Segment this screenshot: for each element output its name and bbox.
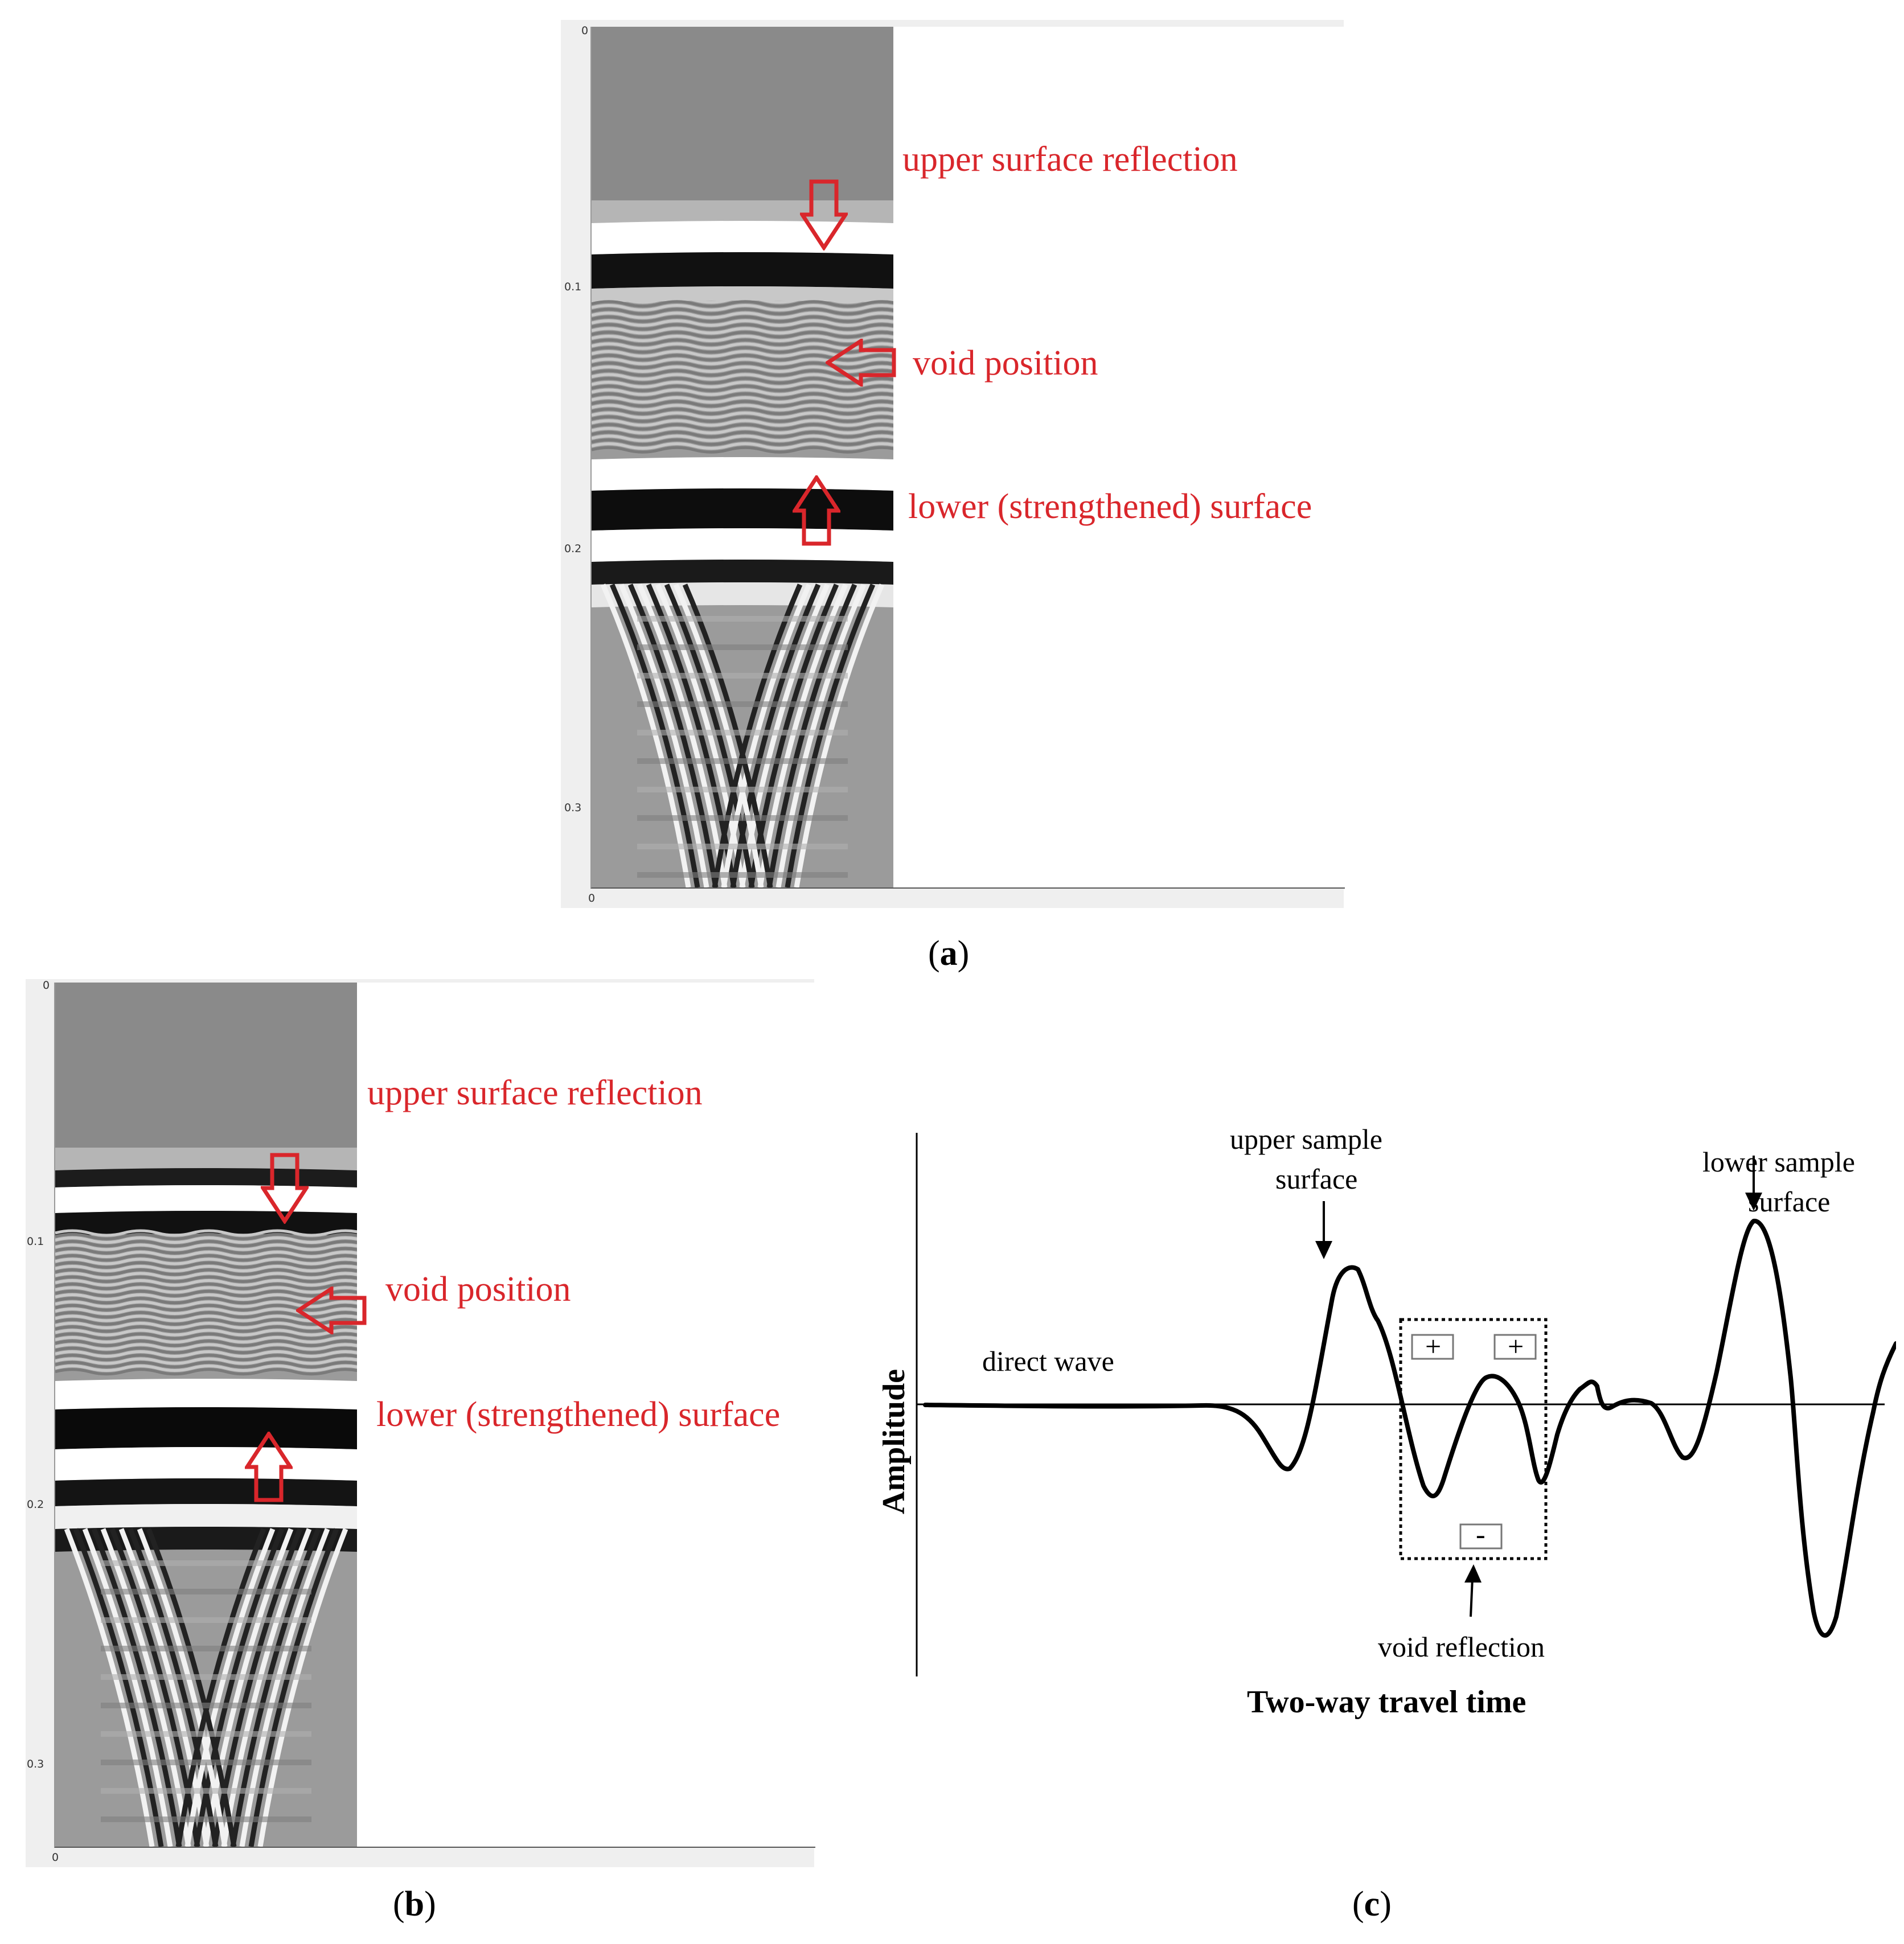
- radargram-a: [592, 27, 893, 887]
- down-arrow-icon: [1745, 1156, 1762, 1211]
- radargram-b: [55, 983, 357, 1847]
- panel-c-caption: (c): [1352, 1885, 1392, 1924]
- panel-c-plus-1: +: [1425, 1330, 1441, 1362]
- left-arrow-icon: [826, 339, 896, 387]
- panel-b-label-lower: lower (strengthened) surface: [376, 1395, 781, 1434]
- panel-c-plus-2: +: [1508, 1330, 1524, 1362]
- panel-b-ytick-0: 0: [43, 979, 50, 992]
- panel-a-ytick-1: 0.1: [564, 281, 582, 293]
- panel-c-ylabel: Amplitude: [883, 1369, 912, 1514]
- panel-a-label-void: void position: [913, 344, 1098, 383]
- left-arrow-icon: [296, 1287, 367, 1334]
- panel-c-plus-box-2: [1493, 1334, 1537, 1360]
- panel-c-xlabel: Two-way travel time: [1247, 1684, 1526, 1719]
- panel-c-minus: -: [1476, 1518, 1486, 1550]
- panel-b-ytick-1: 0.1: [27, 1235, 44, 1248]
- panel-c-direct-wave-label: direct wave: [982, 1345, 1114, 1377]
- up-arrow-icon: [1464, 1564, 1482, 1617]
- panel-b-ytick-2: 0.2: [27, 1498, 44, 1511]
- panel-a-ytick-2: 0.2: [564, 542, 582, 555]
- panel-a: 0 0.1 0.2 0.3 0 upper surface reflection…: [561, 20, 1345, 908]
- panel-c-upper-label-1: upper sample: [1230, 1123, 1382, 1155]
- panel-c-waveform-diagram: + + - direct wave upper sample surface l…: [883, 1123, 1896, 1719]
- panel-b-ytick-3: 0.3: [27, 1758, 44, 1770]
- panel-a-caption-letter: a: [939, 934, 958, 973]
- panel-b-caption-letter: b: [404, 1885, 425, 1924]
- panel-a-ytick-0: 0: [581, 24, 589, 37]
- panel-a-label-lower: lower (strengthened) surface: [908, 487, 1312, 526]
- panel-a-label-upper: upper surface reflection: [902, 140, 1238, 179]
- panel-a-xtick-0: 0: [588, 892, 596, 905]
- down-arrow-icon: [1315, 1201, 1332, 1259]
- panel-b-xtick-0: 0: [52, 1851, 59, 1864]
- panel-c-void-box: [1399, 1318, 1548, 1560]
- panel-c-plus-box-1: [1411, 1334, 1454, 1360]
- panel-c-lower-label-2: surface: [1748, 1186, 1830, 1218]
- down-arrow-icon: [800, 179, 848, 250]
- panel-b-label-void: void position: [385, 1270, 571, 1309]
- panel-c-caption-letter: c: [1364, 1885, 1380, 1924]
- panel-c-lower-label-1: lower sample: [1702, 1146, 1855, 1178]
- up-arrow-icon: [245, 1432, 293, 1502]
- panel-b-caption: (b): [393, 1885, 436, 1924]
- panel-b-plot-area: [54, 983, 815, 1848]
- panel-c-minus-box: [1459, 1523, 1503, 1550]
- panel-a-ytick-3: 0.3: [564, 802, 582, 814]
- panel-b: 0 0.1 0.2 0.3 0 upper surface reflection…: [26, 979, 815, 1867]
- up-arrow-icon: [793, 475, 840, 546]
- panel-b-label-upper: upper surface reflection: [367, 1074, 703, 1112]
- panel-c-void-reflection-label: void reflection: [1378, 1631, 1545, 1663]
- panel-c-waveform: [923, 1219, 1896, 1638]
- panel-a-caption: (a): [928, 934, 970, 973]
- down-arrow-icon: [261, 1153, 309, 1224]
- panel-c-upper-label-2: surface: [1275, 1163, 1357, 1195]
